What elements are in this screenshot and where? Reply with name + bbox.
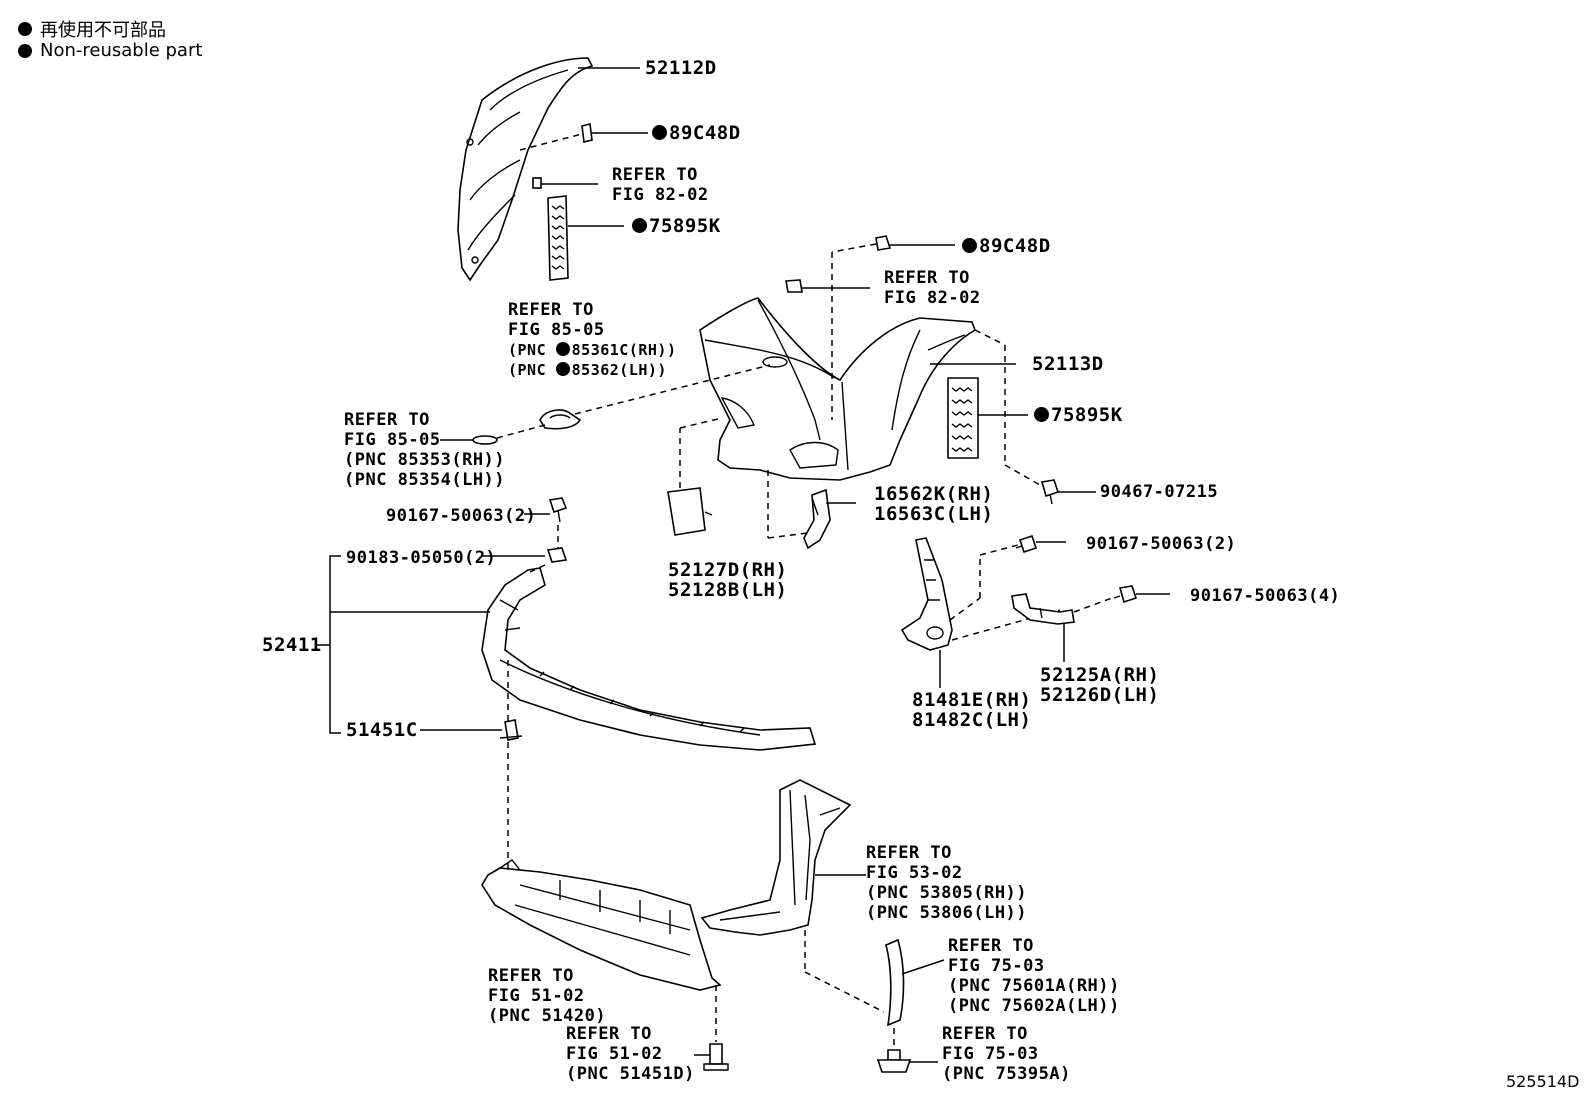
legend-en-text: Non-reusable part (40, 40, 203, 61)
screw-90167-left (548, 497, 568, 523)
label-81481E-81482C: 81481E(RH) 81482C(LH) (912, 689, 1032, 731)
label-89C48D-mid: 89C48D (962, 236, 1051, 256)
ref-fig-82-02-mid: REFER TO FIG 82-02 (884, 268, 981, 308)
pad-75895K-right (947, 377, 979, 459)
label-51451C: 51451C (346, 719, 418, 741)
clip-51451C (499, 719, 523, 741)
ref-fig-85-05-lower: REFER TO FIG 85-05 (PNC 85353(RH)) (PNC … (344, 410, 506, 490)
label-52112D: 52112D (645, 57, 717, 79)
clip-89C48D-top (581, 123, 593, 143)
label-75895K-top: 75895K (632, 216, 721, 236)
legend-row-en: Non-reusable part (18, 40, 202, 61)
label-90167-left: 90167-50063(2) (386, 506, 537, 526)
screw-90467 (1040, 479, 1060, 505)
bumper-reinforcement-52411 (481, 567, 817, 751)
non-reusable-dot-icon (18, 22, 32, 36)
bumper-cover-part (699, 297, 976, 481)
non-reusable-dot-icon (632, 218, 647, 233)
label-90467-07215: 90467-07215 (1100, 482, 1219, 502)
screw-90167-right-b (1113, 585, 1138, 604)
tow-cover-52127D (667, 487, 706, 536)
bracket-52125A (1011, 593, 1075, 625)
bracket-52411 (329, 555, 341, 734)
label-52411: 52411 (262, 634, 322, 656)
ref-fig-85-05-top: REFER TO FIG 85-05 (PNC 85361C(RH)) (PNC… (508, 300, 677, 379)
engine-undercover (481, 859, 722, 991)
non-reusable-dot-icon (652, 125, 667, 140)
bracket-16562K (803, 488, 831, 550)
label-52125A-52126D: 52125A(RH) 52126D(LH) (1040, 664, 1160, 706)
lamp-seal-85361C (539, 409, 582, 430)
lamp-bezel-81481E (900, 537, 953, 651)
tab-82-02-mid (785, 279, 803, 293)
non-reusable-dot-icon (962, 238, 977, 253)
diagram-id: 525514D (1506, 1072, 1580, 1091)
label-52127D-52128B: 52127D(RH) 52128B(LH) (668, 559, 788, 601)
ref-fig-82-02-top: REFER TO FIG 82-02 (612, 165, 709, 205)
screw-90167-right-a (1015, 534, 1038, 554)
ref-fig-75-03-top: REFER TO FIG 75-03 (PNC 75601A(RH)) (PNC… (948, 936, 1120, 1016)
label-52113D: 52113D (1032, 353, 1104, 375)
label-90167-right-b: 90167-50063(4) (1190, 586, 1341, 606)
ref-fig-51-02-bolt: REFER TO FIG 51-02 (PNC 51451D) (566, 1024, 695, 1084)
pad-75895K-top (547, 195, 569, 281)
bumper-upper-side-part (457, 57, 594, 282)
ref-fig-51-02-undercover: REFER TO FIG 51-02 (PNC 51420) (488, 966, 607, 1026)
tab-small (532, 177, 542, 189)
clip-75395A (876, 1049, 912, 1073)
legend-row-jp: 再使用不可部品 (18, 16, 166, 42)
clip-90183 (546, 547, 568, 563)
non-reusable-dot-icon (18, 43, 32, 58)
fender-liner (700, 779, 852, 936)
label-75895K-right: 75895K (1034, 405, 1123, 425)
wheel-moulding (885, 938, 905, 1027)
non-reusable-dot-icon (555, 362, 570, 376)
bolt-51451D (703, 1043, 729, 1071)
label-16562K-16563C: 16562K(RH) 16563C(LH) (874, 483, 994, 525)
ref-fig-75-03-clip: REFER TO FIG 75-03 (PNC 75395A) (942, 1024, 1071, 1084)
label-90167-right-a: 90167-50063(2) (1086, 534, 1237, 554)
non-reusable-dot-icon (555, 342, 570, 356)
non-reusable-dot-icon (1034, 407, 1049, 422)
label-89C48D-top: 89C48D (652, 123, 741, 143)
label-90183-05050: 90183-05050(2) (346, 548, 497, 568)
legend-jp-text: 再使用不可部品 (40, 20, 166, 41)
ref-fig-53-02: REFER TO FIG 53-02 (PNC 53805(RH)) (PNC … (866, 843, 1028, 923)
clip-89C48D-mid (875, 235, 892, 251)
